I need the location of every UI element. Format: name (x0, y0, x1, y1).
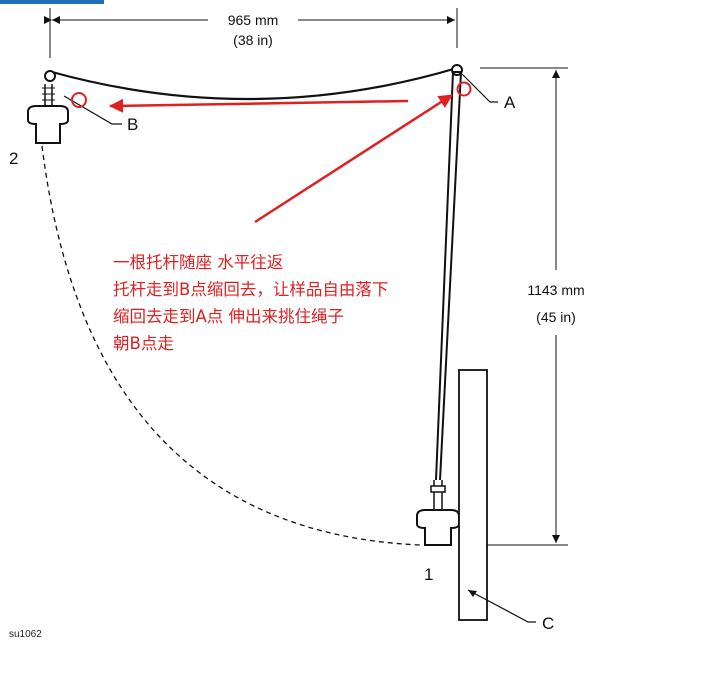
height-in-label: (45 in) (536, 309, 576, 325)
rope-curve (51, 66, 458, 101)
marker-circle-b (71, 92, 87, 108)
annotation-text: 一根托杆随座 水平往返 托杆走到B点缩回去，让样品自由落下 缩回去走到A点 伸出… (113, 253, 388, 353)
leader-a (461, 73, 498, 103)
label-b: B (127, 115, 138, 134)
arrow-to-b (109, 98, 409, 113)
height-mm-label: 1143 mm (527, 282, 584, 298)
swing-path-arc (41, 145, 421, 546)
figure-code: su1062 (9, 629, 42, 640)
top-accent-bar (0, 0, 104, 4)
annotation-line-2: 托杆走到B点缩回去，让样品自由落下 (113, 280, 388, 299)
sample-position-1 (416, 480, 460, 546)
height-dimension: 1143 mm (45 in) (472, 67, 585, 546)
left-pulley (44, 70, 56, 82)
annotation-line-4: 朝B点走 (113, 334, 174, 353)
label-c: C (542, 614, 554, 633)
arrow-to-a (254, 93, 453, 224)
swing-arm (435, 71, 454, 481)
width-in-label: (38 in) (233, 32, 273, 48)
marker-circle-a (456, 81, 472, 97)
label-position-1: 1 (424, 565, 433, 584)
width-mm-label: 965 mm (228, 12, 279, 28)
leader-c (467, 589, 536, 623)
annotation-line-1: 一根托杆随座 水平往返 (113, 253, 283, 272)
base-column (458, 369, 488, 621)
sample-position-2 (27, 84, 69, 144)
red-annotations (71, 81, 472, 224)
width-dimension: 965 mm (38 in) (44, 8, 458, 58)
label-a: A (504, 93, 516, 112)
annotation-line-3: 缩回去走到A点 伸出来挑住绳子 (113, 307, 344, 326)
leader-b (63, 95, 122, 125)
label-position-2: 2 (9, 149, 18, 168)
